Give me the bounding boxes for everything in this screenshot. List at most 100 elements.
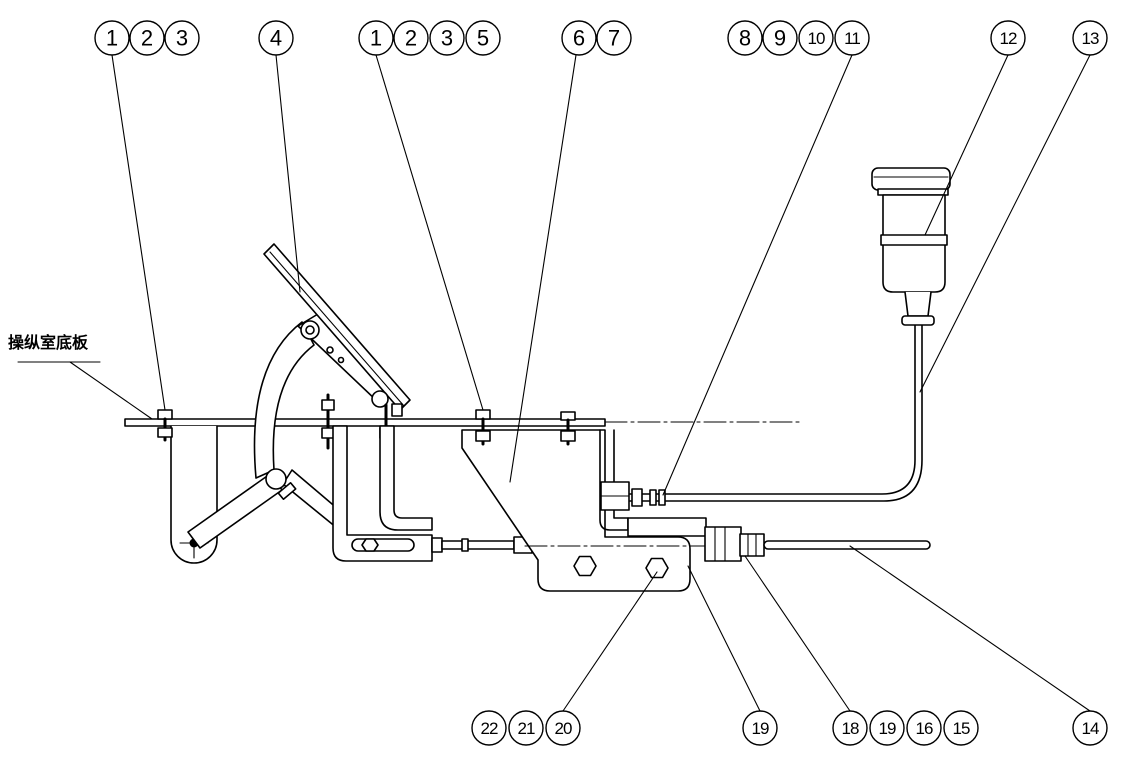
cab-floor-plate: [124, 418, 801, 427]
callout-number: 5: [477, 26, 489, 51]
callout-number: 11: [844, 29, 860, 48]
leader-line: [924, 54, 1009, 236]
callout-group: 4: [258, 20, 294, 56]
callout-number: 3: [441, 26, 453, 51]
tube-fitting: [658, 489, 666, 506]
cylinder-nut: [739, 533, 765, 557]
callout-circle: [834, 20, 870, 56]
output-rod: [763, 540, 931, 550]
bolt-nut: [321, 399, 335, 411]
callout-circle: [990, 20, 1026, 56]
bolt-nut: [157, 427, 173, 438]
rod-end: [431, 537, 443, 553]
callout-number: 1: [370, 26, 382, 51]
callout-group: 19: [742, 710, 778, 746]
callout-circle: [869, 710, 905, 746]
callout-number: 6: [573, 26, 585, 51]
leader-lines: [111, 54, 1091, 712]
callout-number: 7: [608, 26, 620, 51]
leader-line: [919, 54, 1091, 393]
callout-group: 13: [1072, 20, 1108, 56]
callout-number: 20: [555, 719, 572, 738]
callout-number: 22: [481, 719, 498, 738]
callout-number: 13: [1082, 29, 1099, 48]
leader-line: [687, 565, 761, 712]
joint-fitting: [277, 481, 297, 501]
curved-arm: [253, 321, 315, 479]
leader-line: [375, 54, 484, 411]
floor-label-leader: [69, 361, 153, 420]
callout-circle: [906, 710, 942, 746]
bolt-nut: [391, 403, 403, 417]
callout-number: 19: [879, 719, 896, 738]
leader-line: [509, 54, 577, 483]
leader-line: [275, 54, 301, 293]
linkage: [187, 468, 346, 549]
callout-circle: [94, 20, 130, 56]
floor-label: 操纵室底板: [8, 333, 89, 352]
callout-number: 15: [953, 719, 970, 738]
cylinder-end: [704, 526, 742, 562]
callout-number: 9: [774, 26, 786, 51]
callout-number: 3: [176, 26, 188, 51]
reservoir-ring: [901, 315, 935, 326]
callout-number: 4: [270, 26, 282, 51]
callout-circle: [545, 710, 581, 746]
tube-wall: [629, 324, 916, 495]
callout-number: 18: [842, 719, 859, 738]
callout-circle: [798, 20, 834, 56]
push-rod: [431, 536, 533, 554]
callout-group: 12: [990, 20, 1026, 56]
callout-circle: [164, 20, 200, 56]
leader-line: [111, 54, 166, 411]
callout-number: 12: [1000, 29, 1017, 48]
slot-nut: [361, 538, 379, 552]
reservoir-cap: [871, 167, 951, 191]
middle-bracket-lower: [332, 425, 433, 562]
callout-circle: [596, 20, 632, 56]
reservoir-band: [880, 234, 948, 246]
middle-bracket-upper: [379, 425, 433, 531]
callout-circle: [465, 20, 501, 56]
reservoir-neck: [904, 291, 932, 317]
callout-number: 14: [1082, 719, 1099, 738]
hex-nut: [573, 555, 597, 577]
tube-fitting: [631, 488, 643, 507]
callout-number: 19: [752, 719, 769, 738]
callout-number: 21: [518, 719, 535, 738]
left-bracket: [170, 425, 218, 564]
middle-bracket: [332, 425, 433, 562]
pedal-plate-edge: [269, 251, 405, 407]
tube-wall: [629, 324, 923, 502]
callout-circle: [1072, 710, 1108, 746]
bolt-nut: [475, 430, 491, 442]
callout-circle: [1072, 20, 1108, 56]
callout-number: 8: [739, 26, 751, 51]
cylinder-body: [627, 517, 707, 537]
pedal: [263, 243, 411, 411]
leader-line: [662, 54, 853, 496]
callout-circle: [561, 20, 597, 56]
hydraulic-line: [629, 324, 923, 507]
pedal-lever-hole: [326, 346, 334, 354]
master-cylinder: [600, 481, 931, 562]
callout-circle: [762, 20, 798, 56]
callout-circle: [742, 710, 778, 746]
fluid-reservoir: [871, 167, 951, 326]
rod-shaft: [441, 540, 515, 550]
callout-number: 2: [405, 26, 417, 51]
right-bracket: [461, 429, 706, 592]
callout-number: 2: [141, 26, 153, 51]
pedal-plate: [263, 243, 411, 411]
link-joint: [265, 468, 287, 490]
callout-group: 14: [1072, 710, 1108, 746]
callout-number: 10: [808, 29, 825, 48]
pedal-lower-pivot: [371, 390, 389, 408]
leader-line: [849, 545, 1091, 712]
